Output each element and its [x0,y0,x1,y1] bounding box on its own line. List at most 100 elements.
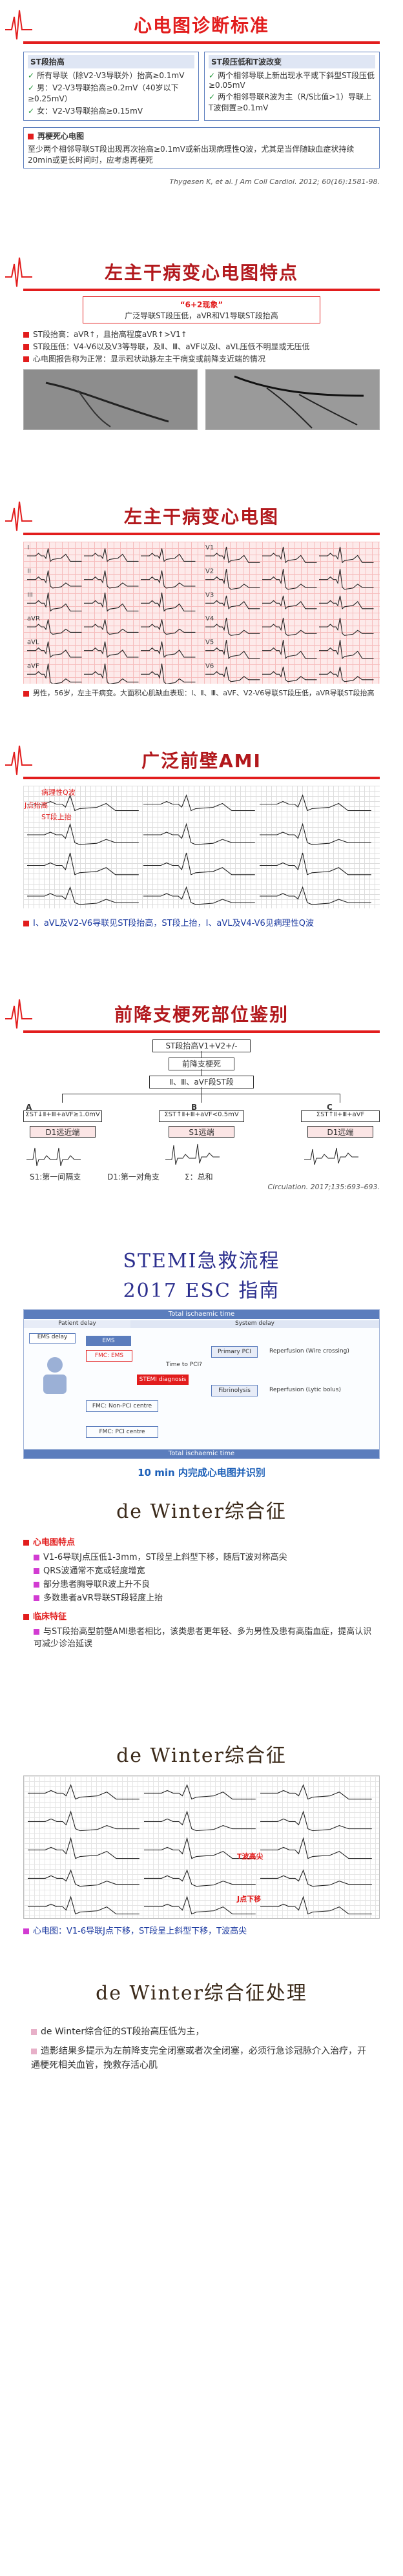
ecg-lead-trace [27,663,196,685]
coronary-vessel-icon [45,382,169,427]
management-list: de Winter综合征的ST段抬高压低为主， 造影结果多提示为左前降支完全闭塞… [31,2025,372,2072]
title-underline [23,1030,380,1033]
criteria-line: ✓所有导联（除V2-V3导联外）抬高≥0.1mV [28,71,185,80]
branch-label-a: A [26,1103,32,1112]
ecg-lead-label: II [27,568,31,575]
feature-item: V1-6导联J点压低1-3mm，ST段呈上斜型下移，随后T波对称高尖 [23,1550,380,1562]
ecg-trace-canvas [27,794,371,905]
band-total-top: Total ischaemic time [24,1310,379,1319]
ecg-caption: 男性，56岁，左主干病变。大面积心肌缺血表现：Ⅰ、Ⅱ、Ⅲ、aVF、V2-V6导联… [23,688,380,698]
ecg-lead-trace [28,1784,372,1800]
ecg-lead-label: V3 [205,591,214,598]
ecg-lead-label: V6 [205,662,214,670]
citation: Circulation. 2017;135:693–693. [267,1183,380,1191]
ecg-lead-trace [28,1896,372,1915]
flow-connector [201,1051,202,1058]
flow-connector [201,1087,202,1094]
ecg-lead-label: III [27,591,33,598]
feature-item: 多数患者aVR导联ST段轻度上抬 [23,1591,380,1603]
ecg-lead-trace [27,570,196,589]
management-item: 造影结果多提示为左前降支完全闭塞或者次全闭塞，必须行急诊冠脉介入治疗，开通梗死相… [31,2046,366,2070]
branch-label-c: C [327,1103,333,1112]
slide-gap [0,965,403,989]
ecg-lead-label: V2 [205,568,214,575]
flow-connector [62,1094,63,1103]
esc-footer: 10 min 内完成心电图并识别 [138,1467,265,1478]
slide-title: de Winter综合征处理 [96,1982,307,2005]
node-ems: EMS [86,1336,131,1346]
citation: Thygesen K, et al. J Am Coll Cardiol. 20… [169,178,380,186]
criteria-line: ✓女：V2-V3导联抬高≥0.15mV [28,107,143,116]
management-item: de Winter综合征的ST段抬高压低为主， [31,2025,372,2039]
ecg-lead-label: aVL [27,639,39,646]
node-stemi-diagnosis: STEMI diagnosis [137,1375,189,1385]
annotation-j-point: J点下移 [237,1895,262,1903]
node-reperfusion-wire: Reperfusion (Wire crossing) [269,1348,349,1354]
reinfarction-box: 再梗死心电图 至少两个相邻导联ST段出现再次抬高≥0.1mV或新出现病理性Q波，… [23,127,380,169]
box-heading: ST段抬高 [28,55,194,68]
ecg-lead-trace [205,546,374,564]
branch-label-b: B [191,1103,198,1112]
slide-title: 广泛前壁AMI [141,750,262,772]
ecg-deco-icon [5,501,32,531]
de-winter-content: 心电图特点 V1-6导联J点压低1-3mm，ST段呈上斜型下移，随后T波对称高尖… [23,1535,380,1649]
branch-a-label: D1远近端 [30,1126,96,1138]
section-heading: 临床特征 [23,1610,380,1622]
flow-node-q1: 前降支梗死 [169,1058,234,1070]
lad-flowchart: ST段抬高V1+V2+/- 前降支梗死 Ⅱ、Ⅲ、aVF段ST段 A B C ΣS… [23,1039,380,1194]
six-plus-two-badge: “6+2现象” 广泛导联ST段压低，aVR和V1导联ST段抬高 [83,296,320,323]
pink-square-icon [34,1595,39,1601]
criteria-line: ✓男：V2-V3导联抬高≥0.2mV（40岁以下≥0.25mV） [28,83,179,103]
slide-left-main-features: 左主干病变心电图特点 “6+2现象” 广泛导联ST段压低，aVR和V1导联ST段… [0,247,403,467]
ecg-lead-trace [28,1810,372,1832]
badge-sub: 广泛导联ST段压低，aVR和V1导联ST段抬高 [125,311,278,320]
slide-gap [0,223,403,247]
node-fmc-pci: FMC: PCI centre [86,1426,158,1438]
st-depression-box: ST段压低和T波改变 ✓两个相邻导联上新出现水平或下斜型ST段压低≥0.05mV… [204,52,380,121]
ecg-deco-icon [5,10,32,40]
slide-title-line1: STEMI急救流程 [123,1250,280,1273]
ecg-lead-trace [27,852,371,875]
title-underline [23,41,380,44]
angiogram-right-image [205,369,380,430]
esc-flow-diagram: Total ischaemic time Patient delay Syste… [23,1309,380,1459]
document: 心电图诊断标准 ST段抬高 ✓所有导联（除V2-V3导联外）抬高≥0.1mV ✓… [0,10,403,2072]
annotation-t-wave: T波高尖 [237,1852,264,1861]
slide-de-winter-features: de Winter综合征 心电图特点 V1-6导联J点压低1-3mm，ST段呈上… [0,1484,403,1703]
band-total-bottom: Total ischaemic time [24,1449,379,1458]
ecg-lead-trace [27,823,371,845]
branch-c-sum: ΣST↑Ⅱ+Ⅲ+aVF [301,1110,380,1122]
ecg-lead-label: aVR [27,615,40,622]
ecg-lead-label: V4 [205,615,214,622]
ecg-lead-label: I [27,544,29,551]
pink-square-icon [34,1555,39,1560]
flow-node-q2: Ⅱ、Ⅲ、aVF段ST段 [149,1076,254,1089]
ecg-deco-icon [5,257,32,287]
coronary-vessel-icon [234,375,364,429]
box-text: 至少两个相邻导联ST段出现再次抬高≥0.1mV或新出现病理性Q波，尤其是当伴随缺… [28,145,355,165]
band-system-delay: System delay [130,1320,379,1328]
section-heading: 心电图特点 [23,1535,380,1548]
node-fmc-ems: FMC: EMS [86,1350,132,1362]
ecg-lead-trace [27,641,196,659]
pink-square-icon [34,1582,39,1588]
annotation-j-point: J点抬高 [25,801,48,810]
slide-gap [0,1941,403,1965]
red-square-icon [28,134,34,139]
slide-gap [0,1459,403,1484]
pink-square-icon [31,2048,37,2054]
feature-item: ST段抬高：aVR↑，且抬高程度aVR↑>V1↑ [23,329,380,340]
legend-s1: S1:第一间隔支 [30,1172,81,1181]
slide-extensive-anterior-ami: 广泛前壁AMI 病理性Q波 ST段上抬 J点抬高 I、aVL及V2-V6导联见S… [0,735,403,965]
slide-title: 前降支梗死部位鉴别 [114,1004,289,1025]
slide-gap [0,467,403,491]
box-heading: 再梗死心电图 [28,130,375,141]
annotation-st-elevation: ST段上抬 [41,813,72,821]
slide-title: de Winter综合征 [116,1500,287,1523]
slide-title: 心电图诊断标准 [133,15,269,36]
node-primary-pci: Primary PCI [211,1346,258,1358]
title-underline [23,289,380,291]
slide-de-winter-ecg: de Winter综合征 T波高尖 J点下移 心电图：V1-6导联J点下移，ST… [0,1728,403,1941]
